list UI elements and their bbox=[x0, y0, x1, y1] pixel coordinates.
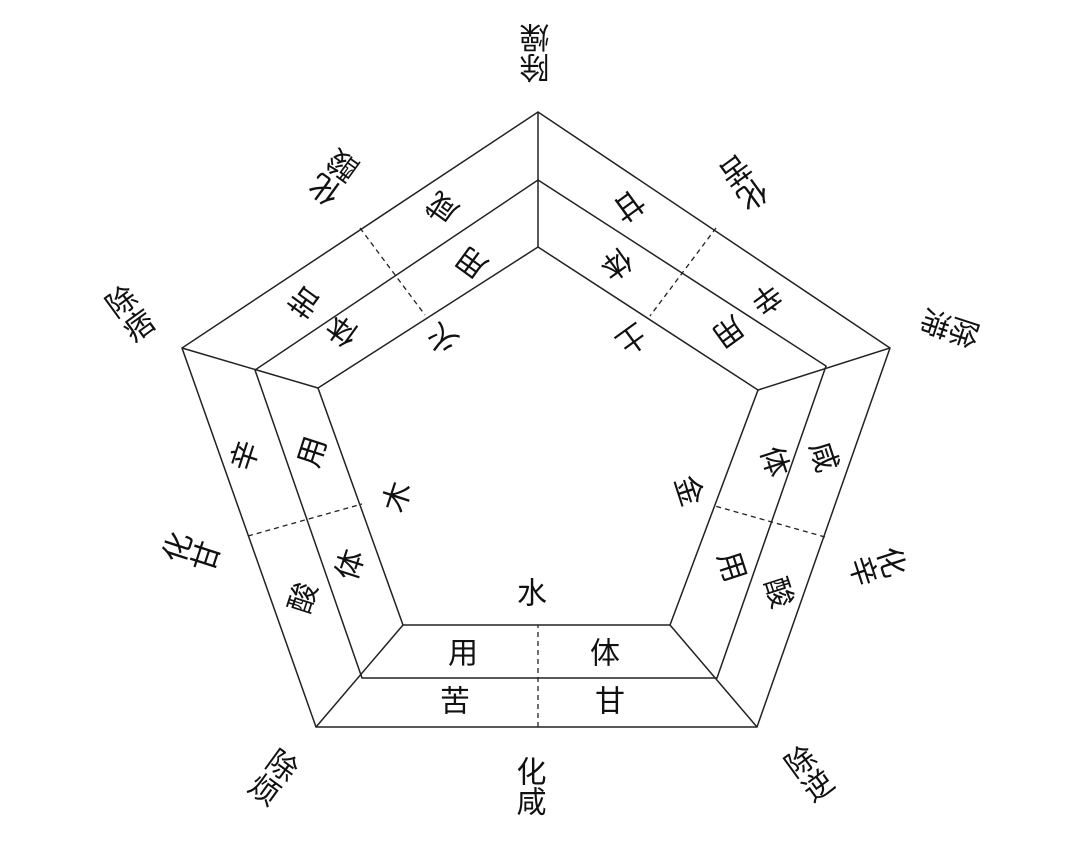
ring-bottom-right-body: 体 bbox=[590, 637, 620, 672]
ring-bottom-left-taste: 苦 bbox=[440, 685, 470, 720]
outer-label-bottom: 化咸 bbox=[511, 756, 546, 816]
outer-label-bottom-right: 除逆 bbox=[774, 740, 838, 809]
ring-top-right-inner-taste: 辛 bbox=[744, 275, 789, 321]
outer-label-top-right: 化苦 bbox=[715, 146, 779, 215]
ring-right-lower-use: 用 bbox=[710, 547, 753, 586]
spoke-upper-left bbox=[181, 347, 319, 389]
element-metal-label: 金 bbox=[667, 471, 710, 510]
outer-label-top: 除燥 bbox=[521, 23, 556, 83]
spoke-bottom-right bbox=[669, 624, 758, 728]
ring-left-lower-body: 体 bbox=[330, 545, 373, 584]
ring-top-left-inner-taste: 苦 bbox=[283, 278, 328, 324]
ring-left-upper-taste: 辛 bbox=[225, 436, 268, 475]
ring-left-upper-use: 用 bbox=[292, 432, 335, 471]
outer-label-bottom-left: 除烦 bbox=[239, 740, 303, 809]
ring-top-right-outer-taste: 甘 bbox=[606, 182, 651, 228]
outer-label-upper-left: 除痞 bbox=[95, 280, 160, 350]
ring-right-upper-taste: 咸 bbox=[802, 437, 845, 476]
element-water-label: 水 bbox=[517, 577, 547, 612]
ring-bottom-right-taste: 甘 bbox=[595, 685, 625, 720]
element-earth-label: 土 bbox=[609, 315, 654, 361]
ring-top-left-outer-taste: 咸 bbox=[421, 184, 466, 230]
inner-pentagon bbox=[317, 246, 759, 626]
divider-right bbox=[714, 505, 826, 538]
divider-top-right bbox=[649, 227, 717, 317]
divider-top-left bbox=[359, 227, 426, 316]
ring-bottom-left-use: 用 bbox=[448, 637, 478, 672]
ring-top-left-inner-body: 体 bbox=[321, 307, 366, 353]
element-wood-label: 木 bbox=[377, 477, 420, 516]
middle-pentagon bbox=[254, 179, 827, 679]
outer-label-top-left: 化酸 bbox=[304, 145, 368, 214]
divider-left bbox=[247, 503, 363, 537]
ring-top-left-outer-use: 用 bbox=[450, 239, 495, 285]
element-fire-label: 火 bbox=[421, 315, 466, 361]
outer-label-right: 化辛 bbox=[843, 537, 911, 589]
outer-pentagon bbox=[181, 111, 891, 728]
ring-top-right-body: 体 bbox=[594, 240, 639, 286]
ring-right-upper-body: 体 bbox=[753, 442, 796, 481]
ring-right-lower-taste: 酸 bbox=[757, 573, 800, 612]
outer-label-upper-right: 除滞 bbox=[917, 299, 985, 351]
ring-left-lower-taste: 酸 bbox=[283, 578, 326, 617]
spoke-bottom-left bbox=[315, 624, 404, 728]
ring-top-right-use: 用 bbox=[706, 308, 751, 354]
spoke-upper-right bbox=[757, 347, 891, 391]
outer-label-left: 化甘 bbox=[156, 529, 224, 581]
